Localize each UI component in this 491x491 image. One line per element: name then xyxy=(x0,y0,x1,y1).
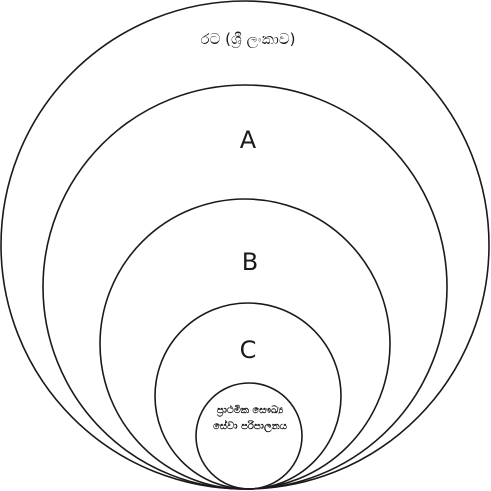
level-c-label: C xyxy=(239,336,257,364)
innermost-label: ප්‍රාථමික සෞඛ්‍ය සේවා පරිපාලනය xyxy=(213,403,287,435)
circle-innermost xyxy=(195,382,303,490)
country-label: රට (ශ්‍රී ලංකාව) xyxy=(200,30,296,48)
circle-level-c xyxy=(154,302,342,490)
level-a-label: A xyxy=(239,126,257,154)
innermost-label-line-1: ප්‍රාථමික සෞඛ්‍ය xyxy=(216,405,284,416)
innermost-label-line-2: සේවා පරිපාලනය xyxy=(213,421,287,432)
level-b-label: B xyxy=(241,248,259,276)
